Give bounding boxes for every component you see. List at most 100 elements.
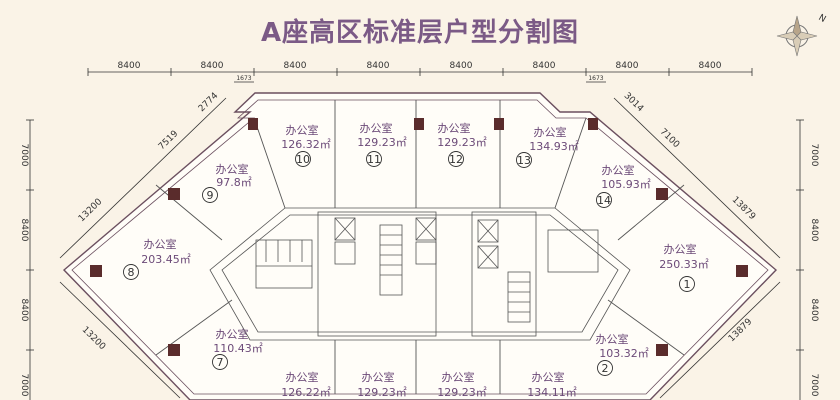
room-area: 250.33㎡ bbox=[659, 258, 709, 271]
dim-small-right: 1673 bbox=[588, 75, 603, 82]
dim-top-7: 8400 bbox=[616, 61, 639, 71]
dim-top-3: 8400 bbox=[284, 61, 307, 71]
top-dimension-labels: 8400 8400 8400 8400 8400 8400 8400 8400 … bbox=[118, 61, 722, 82]
room-area: 126.32㎡ bbox=[281, 138, 331, 151]
room-1[interactable]: 办公室 250.33㎡ 1 bbox=[659, 242, 709, 292]
dim-diag-tl-2: 7519 bbox=[157, 129, 181, 152]
room-number: 2 bbox=[602, 362, 609, 375]
room-area: 97.8㎡ bbox=[216, 176, 252, 189]
column bbox=[588, 118, 598, 130]
room-label: 办公室 bbox=[596, 332, 629, 346]
column bbox=[494, 118, 504, 130]
room-area: 134.11㎡ bbox=[527, 386, 577, 399]
compass-rose-icon: N bbox=[776, 13, 828, 57]
room-13[interactable]: 办公室 134.93㎡ 13 bbox=[516, 125, 579, 168]
dim-diag-br: 13879 bbox=[727, 317, 755, 344]
dim-diag-tr-3: 13879 bbox=[730, 195, 758, 222]
room-bottom-4[interactable]: 办公室 134.11㎡ bbox=[527, 370, 577, 399]
diagonal-dimension-lines bbox=[59, 97, 781, 399]
column bbox=[168, 188, 180, 200]
dim-left-3: 8400 bbox=[19, 299, 29, 322]
room-number-circle bbox=[596, 192, 612, 208]
room-area: 203.45㎡ bbox=[141, 253, 191, 266]
structural-columns bbox=[90, 118, 748, 356]
room-number: 1 bbox=[684, 278, 691, 291]
top-dimension-line bbox=[87, 68, 753, 83]
room-12[interactable]: 办公室 129.23㎡ 12 bbox=[437, 121, 487, 167]
core-area bbox=[209, 207, 631, 341]
column bbox=[736, 265, 748, 277]
room-area: 129.23㎡ bbox=[357, 386, 407, 399]
dim-right-4: 7000 bbox=[809, 374, 819, 397]
room-area: 129.23㎡ bbox=[357, 136, 407, 149]
dim-left-2: 8400 bbox=[19, 219, 29, 242]
dim-left-1: 7000 bbox=[19, 144, 29, 167]
room-number-circle bbox=[295, 151, 311, 167]
room-number-circle bbox=[597, 360, 613, 376]
room-number-circle bbox=[679, 276, 695, 292]
side-dimension-labels: 7000 8400 8400 7000 7000 8400 8400 7000 bbox=[19, 144, 819, 397]
dim-top-2: 8400 bbox=[201, 61, 224, 71]
column bbox=[248, 118, 258, 130]
room-area: 110.43㎡ bbox=[213, 342, 263, 355]
dim-diag-bl: 13200 bbox=[80, 325, 108, 352]
column bbox=[90, 265, 102, 277]
room-label: 办公室 bbox=[532, 370, 565, 384]
room-bottom-2[interactable]: 办公室 129.23㎡ bbox=[357, 370, 407, 399]
right-dimension-line bbox=[796, 119, 804, 400]
dim-top-8: 8400 bbox=[699, 61, 722, 71]
room-area: 105.93㎡ bbox=[601, 178, 651, 191]
room-area: 103.32㎡ bbox=[599, 347, 649, 360]
room-number-circle bbox=[516, 152, 532, 168]
dim-top-6: 8400 bbox=[533, 61, 556, 71]
room-label: 办公室 bbox=[286, 123, 319, 137]
dim-top-5: 8400 bbox=[450, 61, 473, 71]
room-label: 办公室 bbox=[362, 370, 395, 384]
room-label: 办公室 bbox=[216, 327, 249, 341]
room-14[interactable]: 办公室 105.93㎡ 14 bbox=[596, 163, 651, 208]
room-label: 办公室 bbox=[534, 125, 567, 139]
compass-north-letter: N bbox=[817, 13, 828, 25]
room-area: 129.23㎡ bbox=[437, 136, 487, 149]
dim-diag-tl-1: 2774 bbox=[197, 91, 221, 114]
room-number-circle bbox=[202, 187, 218, 203]
room-label: 办公室 bbox=[664, 242, 697, 256]
room-bottom-3[interactable]: 办公室 129.23㎡ bbox=[437, 370, 487, 399]
room-number-circle bbox=[366, 151, 382, 167]
column bbox=[168, 344, 180, 356]
room-label: 办公室 bbox=[602, 163, 635, 177]
dim-small-left: 1673 bbox=[236, 75, 251, 82]
dim-right-2: 8400 bbox=[809, 219, 819, 242]
column bbox=[656, 188, 668, 200]
room-2[interactable]: 办公室 103.32㎡ 2 bbox=[596, 332, 649, 376]
room-number: 9 bbox=[207, 189, 214, 202]
room-8[interactable]: 办公室 203.45㎡ 8 bbox=[123, 237, 191, 280]
left-dimension-line bbox=[26, 119, 34, 400]
room-10[interactable]: 办公室 126.32㎡ 10 bbox=[281, 123, 331, 167]
room-number: 8 bbox=[128, 266, 135, 279]
room-number: 10 bbox=[296, 153, 310, 166]
page-title: A座高区标准层户型分割图 bbox=[260, 18, 580, 48]
dim-diag-tl-3: 13200 bbox=[77, 197, 105, 224]
room-7[interactable]: 办公室 110.43㎡ 7 bbox=[212, 327, 263, 370]
dim-right-1: 7000 bbox=[809, 144, 819, 167]
dim-top-1: 8400 bbox=[118, 61, 141, 71]
room-label: 办公室 bbox=[438, 121, 471, 135]
dim-diag-tr-1: 3014 bbox=[622, 91, 646, 114]
room-area: 126.22㎡ bbox=[281, 386, 331, 399]
room-number-circle bbox=[212, 354, 228, 370]
room-9[interactable]: 办公室 97.8㎡ 9 bbox=[202, 162, 252, 203]
room-number: 13 bbox=[517, 154, 531, 167]
room-label: 办公室 bbox=[360, 121, 393, 135]
dim-right-3: 8400 bbox=[809, 299, 819, 322]
dim-top-4: 8400 bbox=[367, 61, 390, 71]
room-number: 12 bbox=[449, 153, 463, 166]
column bbox=[656, 344, 668, 356]
room-number: 14 bbox=[597, 194, 611, 207]
room-number: 7 bbox=[217, 356, 224, 369]
room-area: 129.23㎡ bbox=[437, 386, 487, 399]
room-bottom-1[interactable]: 办公室 126.22㎡ bbox=[281, 370, 331, 399]
room-11[interactable]: 办公室 129.23㎡ 11 bbox=[357, 121, 407, 167]
dim-diag-tr-2: 7100 bbox=[658, 127, 682, 150]
